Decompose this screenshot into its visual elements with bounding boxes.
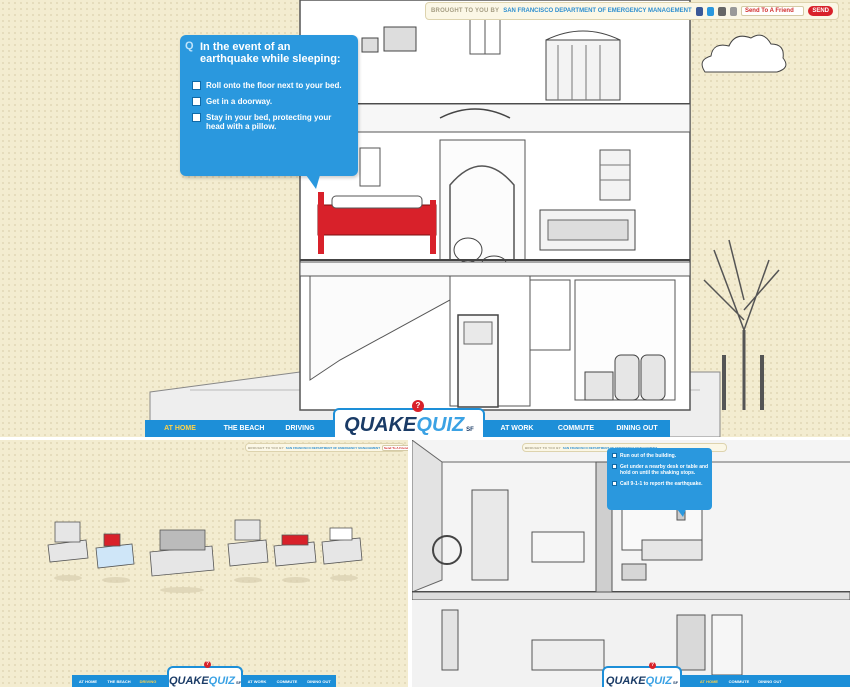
facebook-icon[interactable]	[695, 6, 703, 16]
send-button[interactable]: SEND	[808, 6, 833, 16]
answer-checkbox[interactable]	[192, 81, 201, 90]
logo-dot: ?	[412, 400, 424, 412]
answer-label[interactable]: Get under a nearby desk or table and hol…	[620, 464, 709, 476]
sponsor-prefix: BROUGHT TO YOU BY	[431, 8, 500, 14]
nav-driving[interactable]: DRIVING	[139, 678, 157, 684]
nav-the-beach[interactable]: THE BEACH	[107, 678, 131, 684]
logo-quiz: QUIZ	[645, 675, 672, 687]
nav-commute[interactable]: COMMUTE	[276, 678, 298, 684]
nav-commute[interactable]: COMMUTE	[728, 678, 750, 684]
sponsor-prefix: BROUGHT TO YOU BY	[525, 445, 561, 450]
send-to-friend-input[interactable]: Send To A Friend	[382, 444, 408, 451]
answer-option[interactable]: Stay in your bed, protecting your head w…	[192, 113, 346, 131]
send-to-friend-input[interactable]: Send To A Friend	[740, 6, 805, 16]
sponsor-org-link[interactable]: SAN FRANCISCO DEPARTMENT OF EMERGENCY MA…	[562, 445, 657, 450]
quake-quiz-logo[interactable]: QUAKE QUIZ SF	[167, 666, 243, 687]
answer-checkbox[interactable]	[192, 97, 201, 106]
office-scene-panel: BROUGHT TO YOU BY SAN FRANCISCO DEPARTME…	[412, 440, 850, 687]
stumbleupon-icon[interactable]	[729, 6, 737, 16]
answer-label[interactable]: Run out of the building.	[620, 453, 677, 459]
answer-option[interactable]: Get in a doorway.	[192, 97, 346, 106]
answer-option[interactable]: Roll onto the floor next to your bed.	[192, 81, 346, 90]
logo-sf: SF	[235, 680, 242, 685]
scene-menu-panel: BROUGHT TO YOU BY SAN FRANCISCO DEPARTME…	[0, 440, 408, 687]
nav-at-home[interactable]: AT HOME	[164, 425, 196, 432]
logo-quake: QUAKE	[168, 675, 209, 687]
main-scene-panel: BROUGHT TO YOU BY SAN FRANCISCO DEPARTME…	[0, 0, 850, 437]
nav-dining-out[interactable]: DINING OUT	[307, 678, 331, 684]
answer-checkbox[interactable]	[192, 113, 201, 122]
house-illustration	[149, 0, 787, 437]
nav-commute[interactable]: COMMUTE	[557, 425, 595, 432]
sponsor-bar-small: BROUGHT TO YOU BY SAN FRANCISCO DEPARTME…	[245, 443, 408, 452]
quake-quiz-logo[interactable]: QUAKE QUIZ SF	[333, 408, 485, 437]
answer-checkbox[interactable]	[612, 481, 617, 486]
nav-dining-out[interactable]: DINING OUT	[758, 678, 782, 684]
answer-option[interactable]: Call 9-1-1 to report the earthquake.	[612, 481, 710, 487]
question-text: In the event of an earthquake while slee…	[200, 41, 341, 65]
scene-islands-illustration	[47, 519, 363, 593]
digg-icon[interactable]	[718, 6, 726, 16]
nav-at-work[interactable]: AT WORK	[500, 425, 534, 432]
answer-label[interactable]: Get in a doorway.	[206, 97, 273, 106]
nav-dining-out[interactable]: DINING OUT	[616, 425, 658, 432]
question-card: Q In the event of an earthquake while sl…	[180, 35, 358, 189]
logo-sf: SF	[672, 680, 679, 685]
answer-checkbox[interactable]	[612, 464, 617, 469]
sponsor-org-link[interactable]: SAN FRANCISCO DEPARTMENT OF EMERGENCY MA…	[503, 8, 692, 14]
answer-label[interactable]: Stay in your bed, protecting your head w…	[206, 113, 332, 131]
nav-the-beach[interactable]: THE BEACH	[223, 425, 265, 432]
nav-at-work[interactable]: AT WORK	[247, 678, 267, 684]
logo-quiz: QUIZ	[416, 414, 465, 436]
logo-dot: ?	[204, 661, 211, 668]
answer-label[interactable]: Call 9-1-1 to report the earthquake.	[620, 481, 703, 487]
sponsor-org-link[interactable]: SAN FRANCISCO DEPARTMENT OF EMERGENCY MA…	[285, 445, 381, 450]
question-card-work: Run out of the building. Get under a nea…	[607, 448, 712, 517]
logo-quake: QUAKE	[605, 675, 646, 687]
answer-option[interactable]: Run out of the building.	[612, 453, 710, 459]
answer-option[interactable]: Get under a nearby desk or table and hol…	[612, 464, 710, 476]
sponsor-bar: BROUGHT TO YOU BY SAN FRANCISCO DEPARTME…	[425, 2, 839, 20]
logo-quiz: QUIZ	[208, 675, 235, 687]
answer-checkbox[interactable]	[612, 453, 617, 458]
nav-at-home[interactable]: AT HOME	[78, 678, 98, 684]
logo-dot: ?	[649, 662, 656, 669]
sponsor-prefix: BROUGHT TO YOU BY	[248, 445, 284, 450]
logo-sf: SF	[466, 427, 474, 433]
question-marker: Q	[185, 40, 194, 52]
quake-quiz-logo[interactable]: QUAKE QUIZ SF	[602, 666, 682, 687]
nav-driving[interactable]: DRIVING	[285, 425, 315, 432]
logo-quake: QUAKE	[344, 414, 417, 436]
answer-label[interactable]: Roll onto the floor next to your bed.	[206, 81, 342, 90]
nav-at-home[interactable]: AT HOME	[699, 678, 719, 684]
delicious-icon[interactable]	[706, 6, 715, 16]
